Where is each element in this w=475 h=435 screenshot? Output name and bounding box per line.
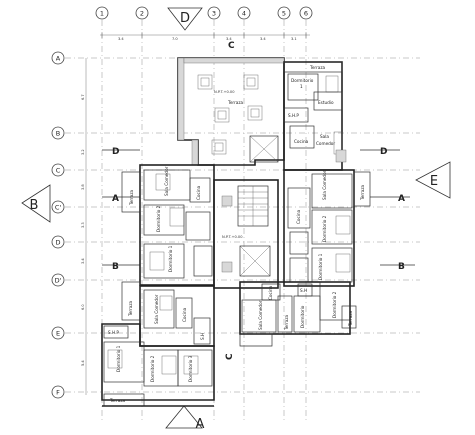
bottom-left-apartment: Terraza Sala Comedor Cocina S.H [121, 281, 215, 347]
room-sala-top: Sala [320, 134, 329, 139]
room-dormitorio-right-2: Dormitorio 2 [322, 215, 327, 242]
room-dormitorio-low-2: Dormitorio 2 [150, 355, 155, 382]
section-marker-D: D [167, 7, 203, 31]
cut-B-left: B [112, 262, 119, 272]
dim-left-4: 3.3 [81, 222, 85, 228]
room-terraza-right-low: Terraza [348, 310, 353, 327]
room-cocina-bottom-right: Cocina [268, 285, 273, 300]
cut-B-right: B [398, 262, 405, 272]
room-estudio: Estudio [318, 100, 334, 105]
dim-top-2: 7.0 [172, 37, 178, 41]
dim-left-2: 3.2 [81, 149, 85, 155]
room-dormitorio-top-num: 1 [300, 84, 303, 89]
room-dormitorio-br-2: Dormitorio 2 [332, 291, 337, 318]
cut-A-left: A [112, 194, 119, 204]
axis-C-label: C [56, 167, 61, 175]
level-note-core: N.P.T.+0.00 [222, 235, 243, 239]
cut-A-right: A [398, 194, 405, 204]
dim-top-1: 3.4 [118, 37, 124, 41]
room-dormitorio-right-1: Dormitorio 1 [318, 253, 323, 280]
axis-E-label: E [56, 330, 60, 338]
section-B-label: B [30, 198, 39, 213]
section-A-label: A [196, 417, 205, 432]
section-E-label: E [430, 174, 438, 189]
room-cocina-top: Cocina [294, 139, 309, 144]
room-sala-comedor-bottom-right: Sala Comedor [258, 300, 263, 330]
top-right-apartment: Terraza Dormitorio 1 Estudio S.H.P Cocin… [249, 61, 347, 171]
room-shp-top: S.H.P [288, 113, 299, 118]
axis-D-label: D [55, 239, 60, 247]
room-dormitorio-left-1: Dormitorio 1 [168, 245, 173, 272]
cut-D-right: D [380, 147, 387, 157]
bottom-right-apartment: Cocina Sala Comedor Terraza Dormitorio D… [239, 281, 357, 347]
axis-bubbles-left: A B C C' D D' E F [51, 51, 65, 399]
axis-3-label: 3 [212, 10, 216, 18]
axis-6-label: 6 [304, 10, 308, 18]
left-dimension-chain: 6.7 3.2 3.8 3.3 3.4 6.0 5.4 [81, 58, 87, 395]
room-cocina-right: Cocina [296, 209, 301, 224]
axis-1-label: 1 [100, 10, 104, 18]
section-marker-A: A [165, 405, 205, 432]
axis-A-label: A [56, 55, 61, 63]
room-terraza-left-mid: Terraza [129, 189, 134, 206]
dim-left-5: 3.4 [81, 258, 85, 264]
dim-left-1: 6.7 [81, 94, 85, 100]
room-sh-right: S.H [300, 288, 307, 293]
room-dormitorio-low-3: Dormitorio 3 [188, 355, 193, 382]
axis-B-label: B [56, 130, 60, 138]
room-sh-low: S.H [200, 333, 205, 340]
axis-bubbles-top: 1 2 3 4 5 6 [95, 6, 313, 20]
room-terraza-left-low: Terraza [128, 300, 133, 317]
right-mid-apartment: Terraza Sala Comedor Cocina Dormitorio 2… [283, 169, 371, 287]
room-comedor-top: Comedor [316, 141, 335, 146]
section-cut-lines: D D A A B B C C [102, 41, 415, 360]
axis-4-label: 4 [242, 10, 246, 18]
room-cocina-low: Cocina [182, 307, 187, 322]
room-terraza-bottom-mid: Terraza [284, 314, 289, 331]
cut-C-top: C [228, 41, 235, 51]
cut-C-bottom: C [225, 353, 235, 360]
axis-F-label: F [56, 389, 60, 397]
axis-D-prime-label: D' [55, 277, 62, 285]
cut-D-left: D [112, 147, 119, 157]
room-sala-comedor-low: Sala Comedor [154, 294, 159, 324]
room-dormitorio-top: Dormitorio [291, 78, 314, 83]
room-shp-low: S.H.P [108, 330, 119, 335]
dim-left-3: 3.8 [81, 184, 85, 190]
section-marker-E: E [415, 161, 451, 199]
circulation-core: N.P.T.+0.00 [213, 179, 279, 289]
top-terrace-block: Terraza N.P.T.+0.00 [177, 57, 285, 166]
room-cocina-left: Cocina [196, 185, 201, 200]
axis-C-prime-label: C' [55, 204, 62, 212]
room-dormitorio-br-1: Dormitorio [300, 305, 305, 328]
axis-2-label: 2 [140, 10, 144, 18]
room-sala-comedor-left: Sala Comedor [164, 166, 169, 196]
dim-top-3: 3.4 [226, 37, 232, 41]
dim-top-5: 3.1 [291, 37, 297, 41]
level-note-top: N.P.T.+0.00 [214, 90, 235, 94]
section-marker-B: B [21, 184, 51, 223]
room-terraza-bottom: Terraza [109, 398, 126, 403]
left-mid-apartment: Terraza Sala Comedor Cocina Dormitorio 2… [121, 164, 215, 286]
dim-top-4: 3.4 [260, 37, 266, 41]
dim-left-6: 6.0 [81, 304, 85, 310]
dim-left-7: 5.4 [81, 360, 85, 366]
room-sala-comedor-right: Sala Comedor [322, 170, 327, 200]
top-dimension-chain: 3.4 7.0 3.4 3.4 3.1 [100, 32, 310, 41]
room-dormitorio-low-1: Dormitorio 1 [116, 345, 121, 372]
room-dormitorio-left-2: Dormitorio 2 [156, 205, 161, 232]
room-terraza-main: Terraza [227, 100, 244, 105]
bottom-wing-apartment: S.H.P Dormitorio 1 Dormitorio 2 Dormitor… [101, 323, 215, 407]
section-D-label: D [180, 11, 190, 26]
room-terraza-right: Terraza [360, 184, 365, 201]
room-terraza-top: Terraza [309, 65, 326, 70]
axis-5-label: 5 [282, 10, 286, 18]
